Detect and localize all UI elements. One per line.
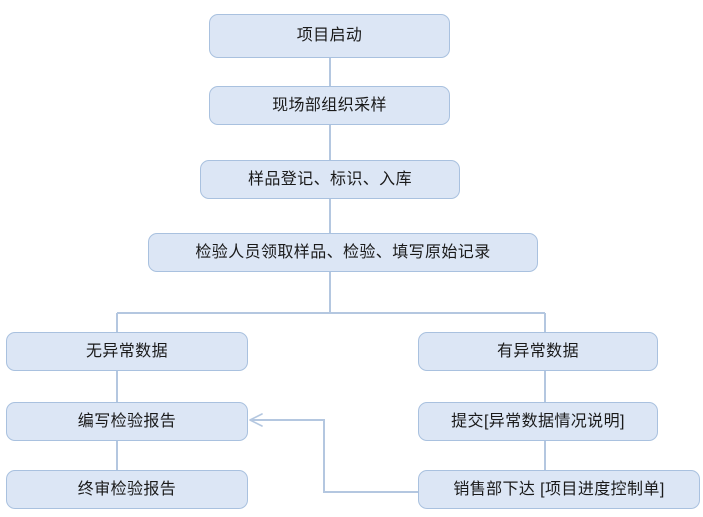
node-label: 样品登记、标识、入库	[247, 170, 412, 188]
node-label: 有异常数据	[496, 342, 579, 360]
node-label: 无异常数据	[85, 342, 168, 360]
node-project-start[interactable]: 项目启动	[209, 14, 450, 58]
node-label: 项目启动	[296, 27, 363, 45]
node-final-inspection-report[interactable]: 终审检验报告	[6, 470, 248, 509]
node-sales-dept-order[interactable]: 销售部下达 [项目进度控制单]	[418, 470, 700, 509]
node-label: 提交[异常数据情况说明]	[451, 412, 625, 430]
node-inspector-record[interactable]: 检验人员领取样品、检验、填写原始记录	[148, 233, 538, 272]
node-sample-registration[interactable]: 样品登记、标识、入库	[200, 160, 460, 199]
node-field-sampling[interactable]: 现场部组织采样	[209, 86, 450, 125]
node-label: 检验人员领取样品、检验、填写原始记录	[195, 243, 491, 261]
node-label: 编写检验报告	[77, 412, 177, 430]
node-submit-abnormal-explanation[interactable]: 提交[异常数据情况说明]	[418, 402, 658, 441]
node-label: 终审检验报告	[77, 480, 177, 498]
node-label: 现场部组织采样	[272, 96, 387, 114]
node-no-abnormal-data[interactable]: 无异常数据	[6, 332, 248, 371]
arrowhead-icon	[249, 413, 263, 427]
node-label: 销售部下达 [项目进度控制单]	[453, 480, 665, 498]
node-write-inspection-report[interactable]: 编写检验报告	[6, 402, 248, 441]
connector-sales-order-feedback	[252, 419, 418, 493]
node-has-abnormal-data[interactable]: 有异常数据	[418, 332, 658, 371]
